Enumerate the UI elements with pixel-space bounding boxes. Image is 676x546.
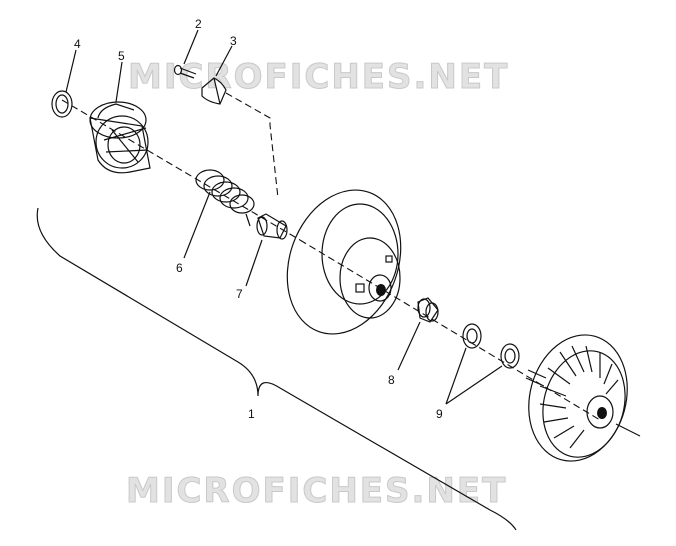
callout-8: 8	[388, 373, 395, 387]
bushing-part-8	[417, 297, 439, 323]
callout-1: 1	[248, 407, 255, 421]
snap-ring-part-4	[51, 90, 73, 118]
callout-9: 9	[436, 407, 443, 421]
washer-part-9b	[500, 343, 520, 369]
washer-part-9a	[462, 323, 482, 349]
callout-4: 4	[74, 37, 81, 51]
shoe-part-3	[201, 77, 227, 105]
watermark-bottom: MICROFICHES.NET	[126, 471, 507, 511]
spring-part-6	[195, 169, 255, 227]
leader-lines	[65, 29, 503, 405]
assembly-bracket	[36, 207, 517, 531]
screw-part-2	[173, 64, 197, 79]
helix-part-5	[89, 101, 151, 174]
centerline-pin	[225, 92, 279, 199]
callout-7: 7	[236, 287, 243, 301]
movable-sheave	[286, 189, 402, 335]
callout-2: 2	[195, 17, 202, 31]
centerline-upper	[61, 99, 301, 241]
watermark-top: MICROFICHES.NET	[128, 57, 509, 97]
callout-3: 3	[230, 34, 237, 48]
callout-6: 6	[176, 261, 183, 275]
fixed-sheave	[525, 334, 641, 462]
callout-5: 5	[118, 49, 125, 63]
bushing-part-7	[256, 213, 288, 240]
